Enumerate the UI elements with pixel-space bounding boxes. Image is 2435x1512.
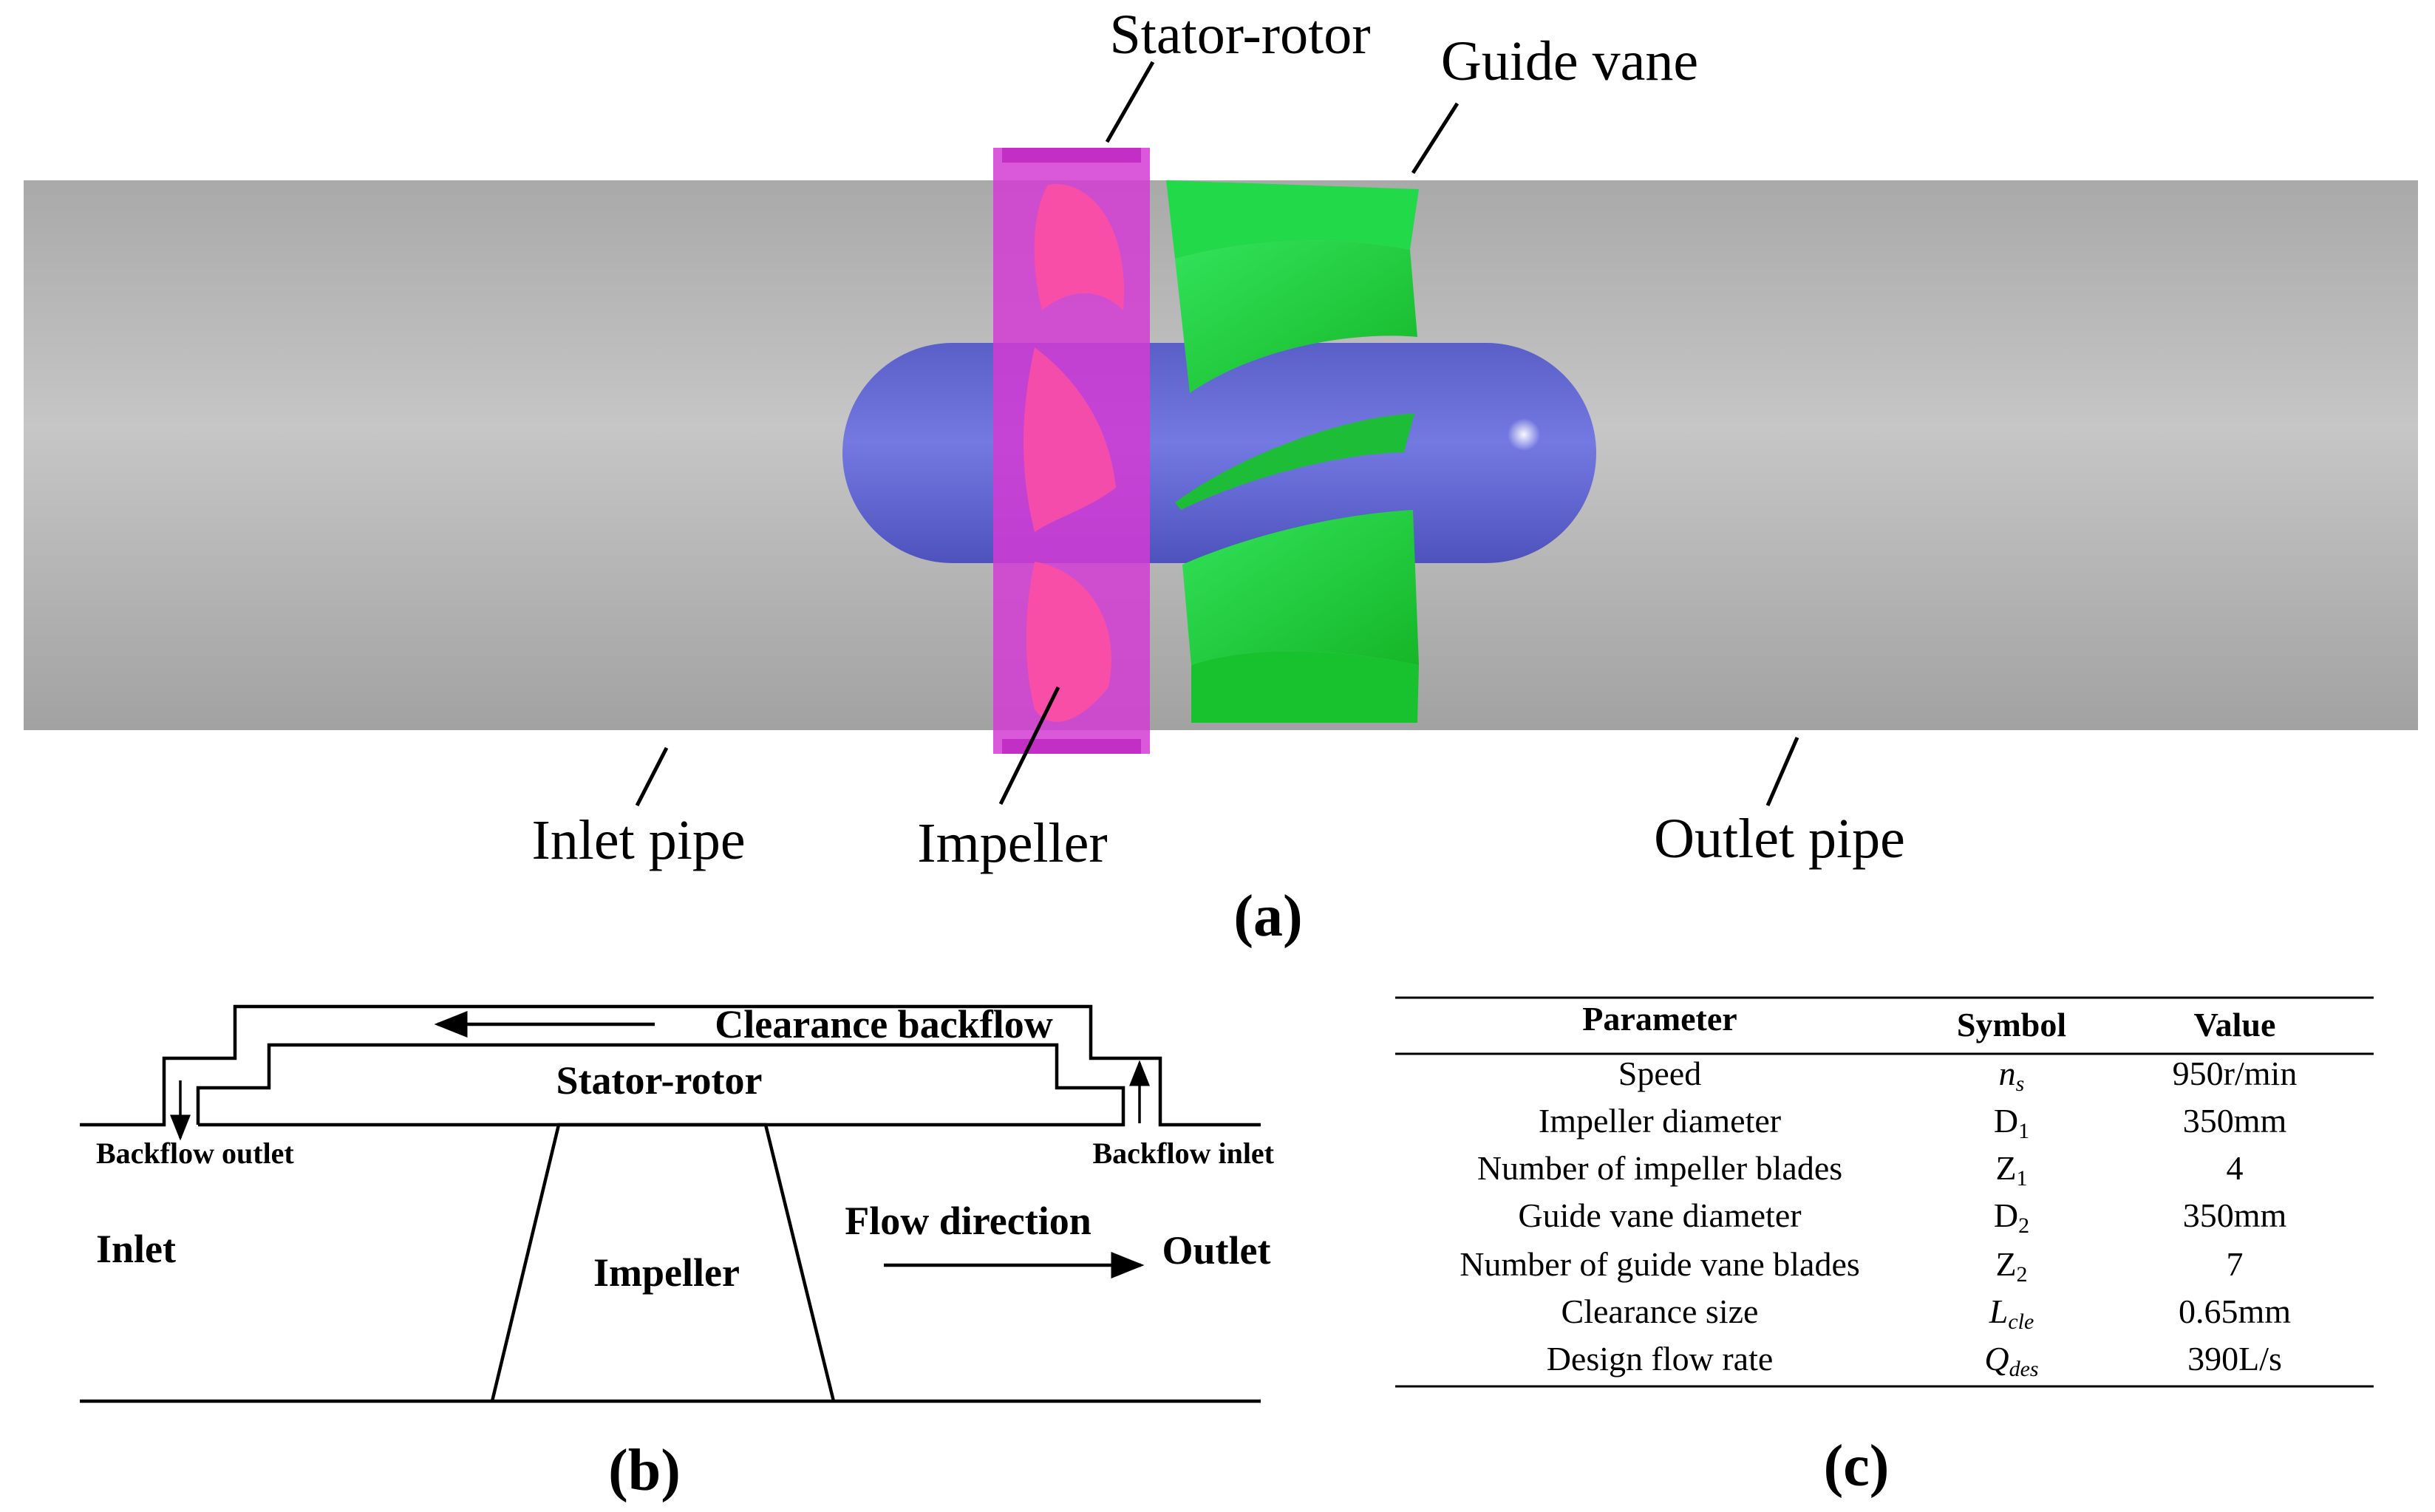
- table-cell-symbol: Lcle: [1989, 1293, 2034, 1334]
- table-cell-symbol: D1: [1994, 1102, 2029, 1143]
- table-cell-value: 7: [2227, 1245, 2244, 1283]
- panel-b-schematic: [80, 1004, 1261, 1403]
- label-stator-rotor: Stator-rotor: [1109, 4, 1370, 66]
- wall-stator-rotor: [196, 1043, 1125, 1127]
- table-cell-value: 350mm: [2183, 1102, 2287, 1140]
- guide-vane-blade: [1191, 651, 1419, 723]
- label-flow-direction: Flow direction: [845, 1199, 1091, 1243]
- stator-rotor-ring-cap: [1002, 739, 1141, 754]
- table-row: Impeller diameter D1 350mm: [1539, 1102, 2287, 1143]
- impeller-blade: [1034, 183, 1125, 310]
- leader-line-impeller: [998, 686, 1060, 806]
- label-guide-vane: Guide vane: [1441, 30, 1698, 92]
- table-row: Speed ns 950r/min: [1618, 1055, 2298, 1096]
- table-header-value: Value: [2194, 1006, 2276, 1043]
- table-cell-parameter: Number of impeller blades: [1477, 1149, 1842, 1187]
- table-cell-value: 350mm: [2183, 1196, 2287, 1234]
- panel-label-c: (c): [1824, 1434, 1890, 1499]
- table-cell-value: 950r/min: [2173, 1055, 2298, 1092]
- table-row: Guide vane diameter D2 350mm: [1518, 1196, 2286, 1238]
- guide-vane-blades: [1166, 180, 1419, 723]
- table-cell-symbol: Z2: [1995, 1245, 2027, 1287]
- table-cell-symbol: D2: [1994, 1196, 2029, 1238]
- table-cell-symbol: Qdes: [1984, 1340, 2038, 1381]
- hub-highlight: [1508, 418, 1540, 451]
- table-row: Number of guide vane blades Z2 7: [1460, 1245, 2243, 1287]
- table-row: Clearance size Lcle 0.65mm: [1562, 1293, 2292, 1334]
- table-cell-value: 4: [2227, 1149, 2244, 1187]
- label-outlet: Outlet: [1162, 1228, 1271, 1273]
- table-cell-value: 0.65mm: [2179, 1293, 2291, 1330]
- leader-line-guide-vane: [1411, 102, 1460, 174]
- panel-c-table: Parameter Symbol Value Speed ns 950r/min…: [1395, 996, 2374, 1388]
- label-impeller-b: Impeller: [593, 1250, 740, 1295]
- panel-label-b: (b): [608, 1438, 681, 1503]
- label-backflow-outlet: Backflow outlet: [96, 1137, 294, 1170]
- impeller-blade: [1026, 562, 1111, 722]
- table-cell-parameter: Impeller diameter: [1539, 1102, 1781, 1140]
- table-cell-parameter: Clearance size: [1562, 1293, 1759, 1330]
- impeller-blades: [1024, 183, 1125, 722]
- leader-line-outlet-pipe: [1765, 737, 1799, 806]
- table-cell-parameter: Number of guide vane blades: [1460, 1245, 1860, 1283]
- panel-a-3d-model: [24, 61, 2418, 807]
- table-cell-parameter: Speed: [1618, 1055, 1701, 1092]
- table-row: Number of impeller blades Z1 4: [1477, 1149, 2244, 1191]
- guide-vane-blade: [1175, 414, 1414, 510]
- leader-line-inlet-pipe: [635, 746, 669, 807]
- guide-vane-blade: [1175, 240, 1417, 393]
- label-impeller: Impeller: [917, 812, 1107, 874]
- impeller-trapezoid: [490, 1123, 836, 1402]
- table-header-symbol: Symbol: [1957, 1006, 2066, 1043]
- hub: [842, 343, 1596, 563]
- label-clearance-backflow: Clearance backflow: [715, 1002, 1052, 1046]
- panel-label-a: (a): [1233, 884, 1302, 949]
- label-inlet: Inlet: [96, 1227, 176, 1271]
- wall-outer-left: [80, 1004, 1261, 1127]
- label-outlet-pipe: Outlet pipe: [1654, 808, 1905, 870]
- table-cell-symbol: Z1: [1995, 1149, 2027, 1191]
- table-header-parameter: Parameter: [1582, 1000, 1737, 1038]
- table-row: Design flow rate Qdes 390L/s: [1547, 1340, 2282, 1381]
- label-inlet-pipe: Inlet pipe: [531, 809, 745, 871]
- label-stator-rotor-b: Stator-rotor: [556, 1058, 763, 1103]
- stator-rotor-ring-cap: [1002, 148, 1141, 163]
- leader-line-stator-rotor: [1105, 61, 1155, 143]
- label-backflow-inlet: Backflow inlet: [1092, 1137, 1274, 1170]
- table-cell-parameter: Design flow rate: [1547, 1340, 1774, 1378]
- table-cell-symbol: ns: [1999, 1055, 2025, 1096]
- guide-vane-blade: [1182, 510, 1419, 665]
- guide-vane-blade: [1166, 180, 1419, 259]
- impeller-blade: [1024, 347, 1116, 532]
- table-cell-value: 390L/s: [2187, 1340, 2282, 1378]
- table-cell-parameter: Guide vane diameter: [1518, 1196, 1801, 1234]
